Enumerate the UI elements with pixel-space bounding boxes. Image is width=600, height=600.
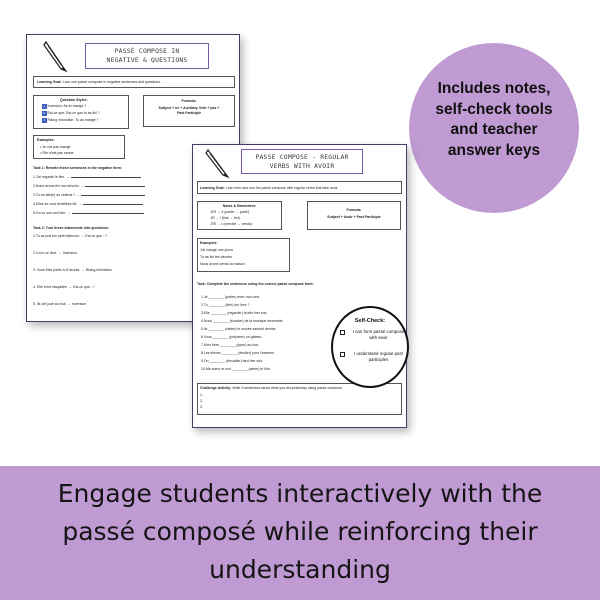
example-item: J'ai mangé une pizza	[200, 248, 233, 252]
checkbox-icon	[340, 352, 345, 357]
self-check-callout: Self-Check: I can form passé composé wit…	[331, 306, 409, 388]
checkbox-icon	[340, 330, 345, 335]
examples-title: Examples:	[37, 138, 55, 142]
challenge-line: 3.	[200, 405, 203, 409]
notes-title: Notes & Reminders:	[222, 204, 257, 208]
task-item: 9.On ________ (travailler) tard hier soi…	[201, 359, 263, 363]
formula-box: Formula: Subject + Avoir + Past Particip…	[307, 201, 401, 230]
self-check-title: Self-Check:	[354, 318, 386, 324]
challenge-box: Challenge Activity: Write 3 sentences ab…	[197, 383, 402, 415]
formula-text: Subject + ne + Auxiliary Verb + pas + Pa…	[158, 106, 220, 116]
formula-box: Formula: Subject + ne + Auxiliary Verb +…	[143, 95, 235, 127]
task-item: 3.Elle ________ (regarder) la télé hier …	[201, 311, 268, 315]
self-check-item: I can form passé composé with avoir	[340, 329, 408, 341]
task-item: 8.Les élèves ________ (étudier) pour l'e…	[201, 351, 276, 355]
task-item: 2.Tu ________ (finir) ton livre ?	[201, 303, 250, 307]
self-check-item: I understand regular past participles	[340, 351, 408, 363]
formula-text: Subject + Avoir + Past Participle	[327, 215, 381, 219]
notes-box: Notes & Reminders: -ER → é (parler → par…	[197, 201, 282, 230]
task1-item: 5.Il a vu son ami hier. →	[33, 211, 144, 216]
task-item: 6.Vous ________ (préparer) un gâteau.	[201, 335, 263, 339]
note-item: -ER → é (parler → parlé)	[210, 210, 249, 214]
task-item: 10.Ma soeur et moi ________ (aimer) le f…	[201, 367, 271, 371]
task2-title: Task 2: Turn these statements into quest…	[33, 226, 109, 230]
task-item: 7.Mon frère ________ (jouer) au foot.	[201, 343, 260, 347]
challenge-line: 1.	[200, 393, 203, 397]
note-item: -IR → i (finir → fini)	[210, 216, 240, 220]
worksheet-title: PASSE COMPOSE - REGULAR VERBS WITH AVOIR	[241, 149, 363, 174]
task-title: Task: Complete the sentences using the c…	[197, 282, 314, 286]
task-item: 5.Ils ________ (visiter) le musée samedi…	[201, 327, 277, 331]
formula-title: Formula:	[346, 208, 362, 212]
banner-text: Engage students interactively with the p…	[57, 479, 543, 584]
pencil-icon	[205, 148, 230, 179]
task1-item: 4.Elles se sont réveillées tôt. →	[33, 202, 143, 207]
learning-goal-label: Learning Goal:	[200, 185, 225, 190]
learning-goal-box: Learning Goal: I can use passé composé i…	[33, 76, 235, 88]
example-item: • Elle n'est pas venue.	[40, 151, 75, 155]
challenge-text: Write 3 sentences about what you did yes…	[232, 386, 343, 390]
learning-goal-label: Learning Goal:	[37, 80, 62, 84]
examples-box: Examples: • Je n'ai pas mangé. • Elle n'…	[33, 135, 125, 159]
examples-title: Examples:	[200, 241, 218, 245]
description-banner: Engage students interactively with the p…	[0, 466, 600, 600]
task1-item: 1.J'ai regardé le film. →	[33, 175, 141, 180]
task2-item: 4. Elle s'est maquillée. → Est-ce que...…	[33, 285, 95, 289]
examples-box: Examples: J'ai mangé une pizza Tu as fin…	[197, 238, 290, 272]
task2-item: 3. Vous êtes partis à 8 heures. → Rising…	[33, 268, 112, 272]
task-item: 1.Je ________ (parler) avec mon ami.	[201, 295, 261, 299]
example-item: Tu as fini tes devoirs	[200, 255, 232, 259]
promo-badge: Includes notes, self-check tools and tea…	[409, 43, 579, 213]
example-item: • Je n'ai pas mangé.	[40, 145, 72, 149]
note-item: -RE → u (vendre → vendu)	[210, 222, 253, 226]
task1-item: 2.Nous avons fini nos devoirs. →	[33, 184, 146, 189]
task2-item: 5. Ils ont joué au foot. → Inversion	[33, 302, 87, 306]
learning-goal-text: I can form and use the passé composé wit…	[225, 185, 339, 190]
task2-item: 1.Tu as pris ton petit déjeuner. → Est-c…	[33, 234, 107, 238]
promo-text: Includes notes, self-check tools and tea…	[435, 80, 553, 159]
task1-item: 3.Tu es allé(e) au cinéma ? →	[33, 193, 145, 198]
pencil-icon	[43, 40, 68, 73]
task2-item: 2.Il a lu ce livre. → Inversion	[33, 251, 77, 255]
challenge-label: Challenge Activity:	[200, 386, 232, 390]
task1-title: Task 1: Rewrite these sentences in the n…	[33, 166, 123, 170]
learning-goal-box: Learning Goal: I can form and use the pa…	[197, 181, 402, 194]
challenge-line: 2.	[200, 399, 203, 403]
task-item: 4.Nous ________ (écouter) de la musique …	[201, 319, 284, 323]
question-styles-title: Question Styles:	[60, 98, 88, 102]
formula-title: Formula:	[181, 99, 197, 103]
learning-goal-text: I can use passé composé in negative sent…	[62, 80, 161, 84]
example-item: Nous avons vendu la maison	[200, 262, 245, 266]
worksheet-title: PASSÉ COMPOSE IN NEGATIVE & QUESTIONS	[85, 43, 209, 69]
